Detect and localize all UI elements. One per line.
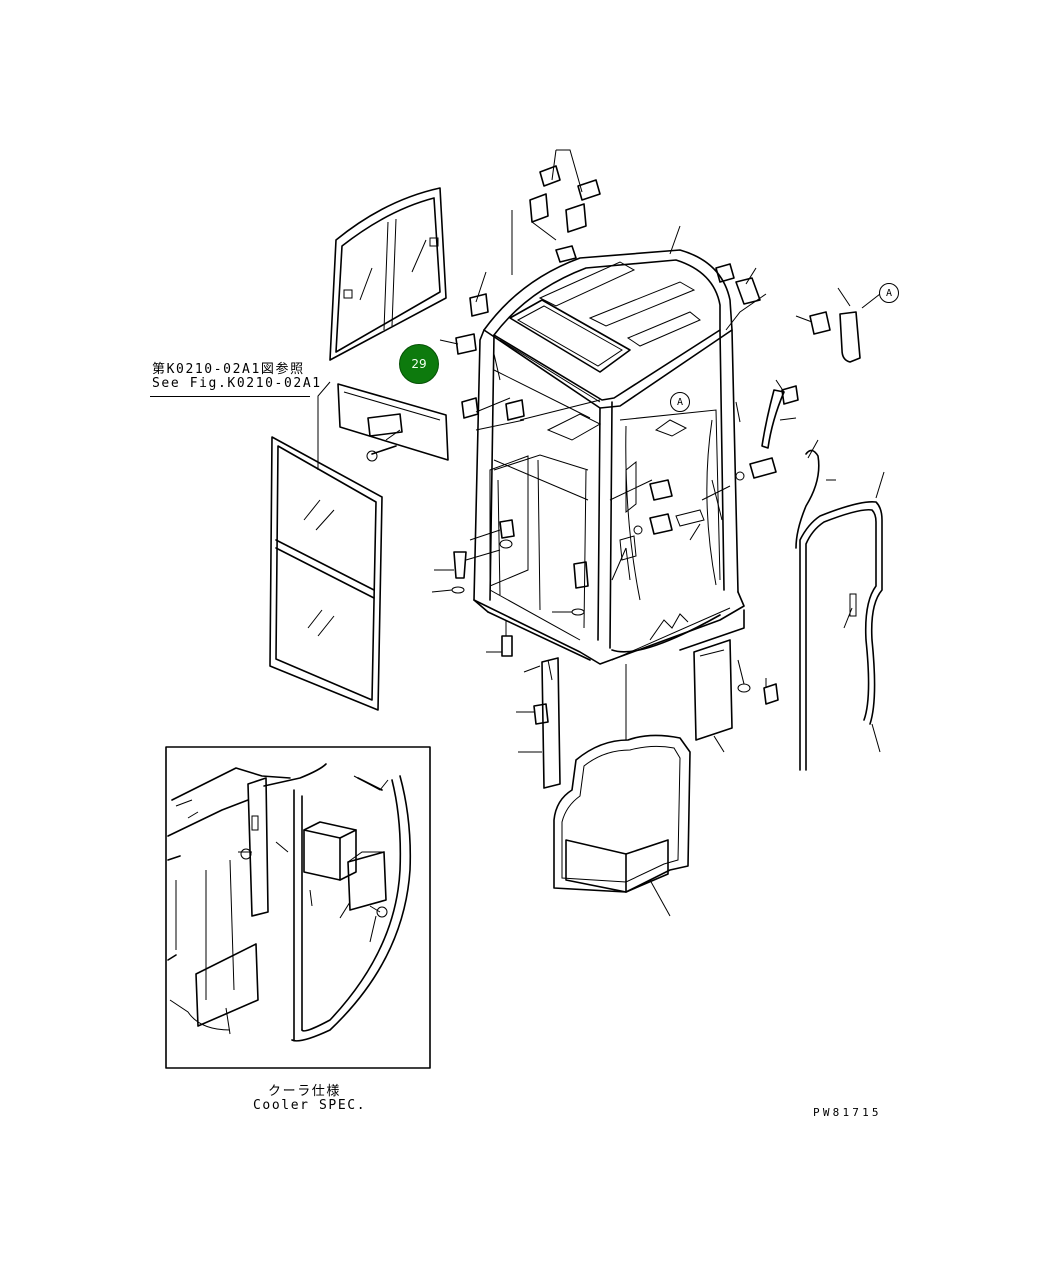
highlight-item-badge[interactable]: 29: [399, 344, 439, 384]
inset-caption-en: Cooler SPEC.: [253, 1098, 367, 1113]
cooler-inset: [165, 746, 431, 1069]
door-assembly: [329, 187, 447, 361]
right-parts: [431, 287, 881, 657]
callout-a-handle: A: [879, 283, 899, 303]
callout-a-letter: A: [676, 396, 684, 408]
callout-a-letter: A: [885, 287, 893, 299]
weather-strips: [795, 439, 885, 771]
highlight-item-number: 29: [411, 357, 427, 371]
inset-caption-jp: クーラ仕様: [268, 1084, 342, 1099]
window-frame: [269, 381, 383, 711]
cab-body: [473, 249, 745, 665]
callout-a-cab: A: [670, 392, 690, 412]
reference-underline: [150, 396, 310, 397]
floor-mat: [553, 734, 691, 917]
reference-label-jp: 第K0210-02A1図参照: [152, 362, 305, 377]
side-panel: [679, 609, 779, 753]
top-hardware: [439, 149, 767, 431]
visor-part: [337, 383, 449, 462]
reference-label-en: See Fig.K0210-02A1: [152, 376, 322, 391]
lower-bracket: [516, 657, 627, 789]
drawing-number: PW81715: [813, 1106, 882, 1119]
